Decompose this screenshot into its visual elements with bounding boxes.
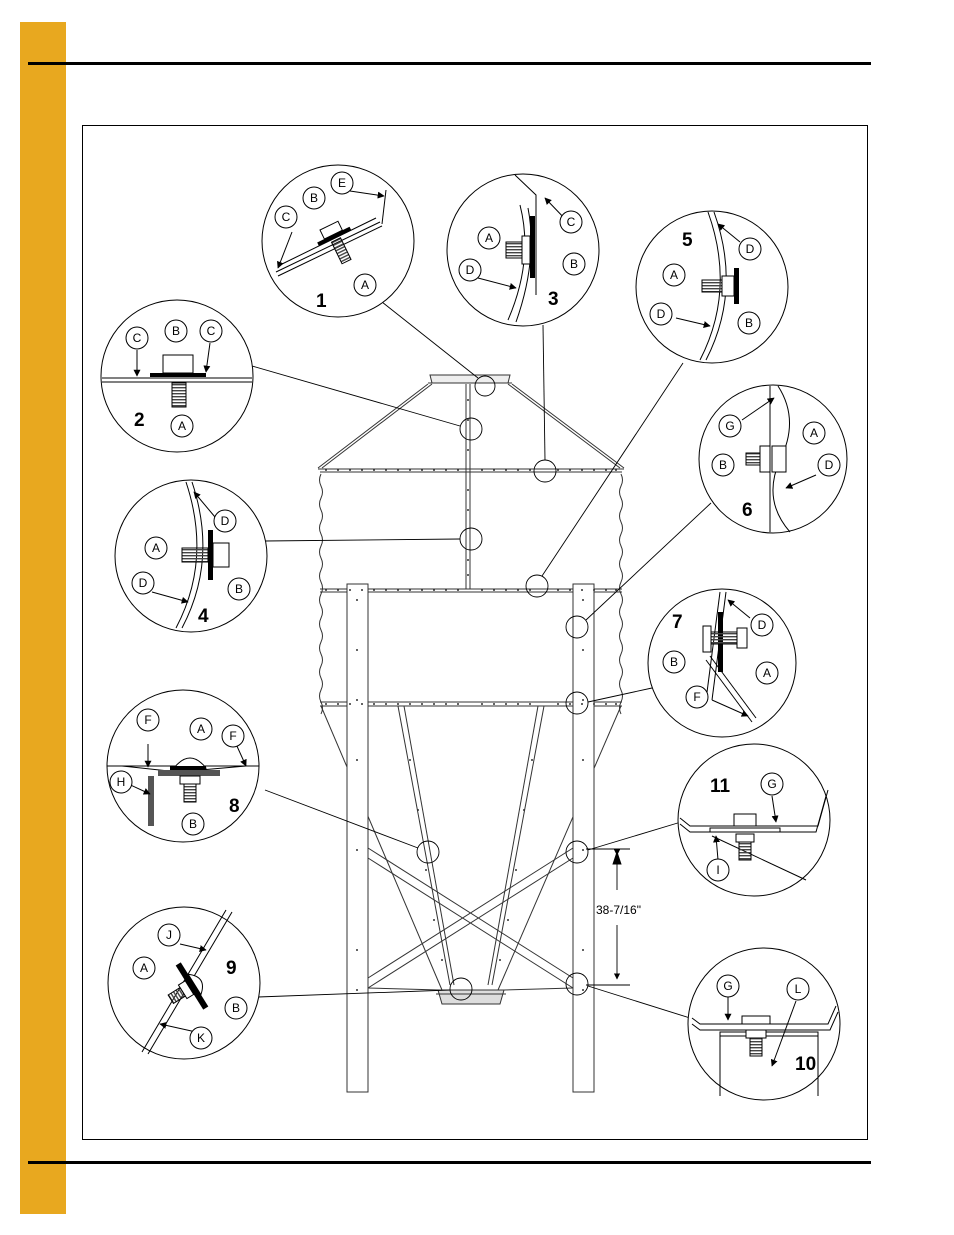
detail-8-callout-a: A: [197, 722, 205, 736]
detail-2-number: 2: [134, 410, 145, 431]
detail-7-callout-a: A: [763, 666, 771, 680]
detail-8-callout-f: F: [144, 713, 151, 727]
detail-9-callout-b: B: [232, 1001, 240, 1015]
detail-11-callout-i: I: [716, 863, 719, 877]
detail-6-callout-b: B: [719, 458, 727, 472]
detail-9: [107, 906, 261, 1060]
detail-8-callout-h: H: [117, 775, 126, 789]
detail-5-callout-d-2: D: [657, 307, 666, 321]
detail-5-callout-a: A: [670, 268, 678, 282]
detail-10-callout-l: L: [795, 982, 802, 996]
detail-4-number: 4: [198, 606, 209, 627]
detail-9-callout-k: K: [197, 1031, 205, 1045]
footer-rule: [28, 1161, 871, 1164]
detail-4: [114, 479, 268, 633]
dimension-callout: [586, 848, 630, 986]
detail-3-callout-c: C: [567, 215, 576, 229]
detail-10: [687, 947, 841, 1101]
detail-11: [677, 743, 831, 897]
detail-1-number: 1: [316, 291, 327, 312]
detail-4-callout-d-2: D: [139, 576, 148, 590]
header-rule: [28, 62, 871, 65]
detail-2-callout-c: C: [133, 331, 142, 345]
detail-1-callouts: [274, 171, 377, 297]
detail-11-callout-g: G: [767, 777, 776, 791]
detail-10-number: 10: [795, 1054, 816, 1075]
detail-8-number: 8: [229, 796, 240, 817]
detail-7-number: 7: [672, 612, 683, 633]
detail-4-callout-b: B: [235, 582, 243, 596]
detail-6-number: 6: [742, 500, 753, 521]
detail-1-callout-b: B: [310, 191, 318, 205]
detail-5-number: 5: [682, 230, 693, 251]
dimension-text: 38-7/16": [596, 903, 641, 917]
detail-8-callout-f-2: F: [229, 729, 236, 743]
sidebar-accent-bar: [20, 22, 66, 1214]
detail-11-number: 11: [710, 776, 731, 797]
detail-2-callout-c-2: C: [207, 324, 216, 338]
detail-7-callout-f: F: [693, 690, 700, 704]
silo-drawing: [317, 374, 625, 1093]
detail-9-number: 9: [226, 958, 237, 979]
rivet-pattern: [325, 399, 617, 991]
detail-8-callout-b: B: [189, 817, 197, 831]
detail-3: [446, 173, 600, 327]
figure-frame: [82, 125, 868, 1140]
detail-3-callout-a: A: [485, 231, 493, 245]
detail-3-number: 3: [548, 289, 559, 310]
detail-5: [635, 210, 789, 364]
detail-1: [261, 164, 415, 318]
detail-6-callout-d: D: [825, 458, 834, 472]
detail-7-callout-b: B: [670, 655, 678, 669]
detail-4-callout-d: D: [221, 514, 230, 528]
detail-5-callout-d: D: [746, 242, 755, 256]
detail-3-callout-b: B: [570, 257, 578, 271]
detail-2-callout-a: A: [178, 419, 186, 433]
detail-6-callout-a: A: [810, 426, 818, 440]
detail-1-callout-a: A: [361, 278, 369, 292]
detail-3-callout-d: D: [466, 263, 475, 277]
detail-7-callout-d: D: [758, 618, 767, 632]
detail-9-callout-j: J: [166, 928, 172, 942]
detail-10-callout-g: G: [723, 979, 732, 993]
detail-9-callout-a: A: [140, 961, 148, 975]
detail-6-callout-g: G: [725, 419, 734, 433]
detail-5-callout-b: B: [745, 316, 753, 330]
locator-leaders: [251, 301, 712, 1019]
detail-4-callout-a: A: [152, 541, 160, 555]
detail-1-callout-e: E: [338, 176, 346, 190]
detail-2-callout-b: B: [172, 324, 180, 338]
detail-1-callout-c: C: [282, 210, 291, 224]
